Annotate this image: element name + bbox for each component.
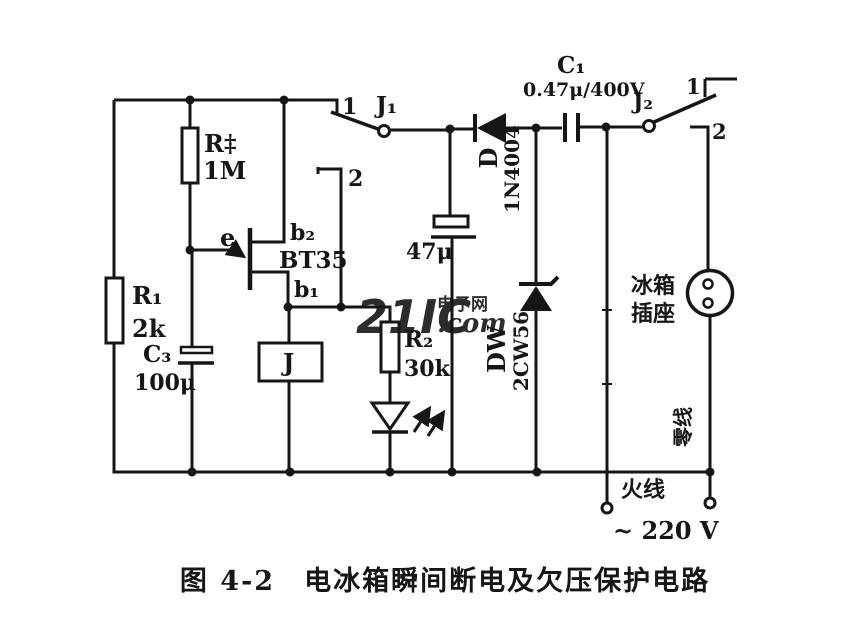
mains-voltage-label: ~ 220 V bbox=[613, 516, 719, 545]
ujt-b1-label: b₁ bbox=[294, 277, 319, 303]
socket-label-line2: 插座 bbox=[631, 301, 675, 327]
resistor-rt-body bbox=[180, 126, 200, 185]
led-light-arrow-2 bbox=[426, 409, 446, 437]
capacitor-c3-value: 100μ bbox=[134, 370, 196, 396]
diode-part-number: 1N4004 bbox=[500, 125, 524, 213]
resistor-rt-label: R‡ bbox=[204, 129, 237, 158]
resistor-rt-value: 1M bbox=[203, 156, 246, 185]
socket-symbol bbox=[685, 268, 735, 318]
figure-caption: 图 4-2 电冰箱瞬间断电及欠压保护电路 bbox=[180, 565, 710, 597]
c3-top-plate bbox=[179, 345, 214, 355]
zener-part-number: 2CW56 bbox=[509, 311, 533, 391]
ujt-b2-label: b₂ bbox=[290, 220, 315, 246]
resistor-r2-body bbox=[379, 320, 401, 374]
capacitor-c3-label: C₃ bbox=[143, 341, 171, 368]
j2-contact2-label: 2 bbox=[712, 119, 727, 144]
resistor-r2-value: 30k bbox=[404, 356, 451, 382]
live-terminal bbox=[600, 501, 614, 515]
switch-j1 bbox=[330, 110, 391, 138]
neutral-terminal bbox=[703, 496, 717, 510]
led-light-arrow-1 bbox=[412, 405, 432, 433]
j1-label: J₁ bbox=[374, 92, 397, 119]
socket-hole-top bbox=[702, 278, 714, 290]
capacitor-c1-value: 0.47μ/400V bbox=[523, 79, 646, 101]
watermark-brand: 21IC bbox=[356, 290, 471, 344]
resistor-r1-body bbox=[104, 276, 125, 345]
watermark: 21IC 电子网 .com bbox=[356, 290, 507, 344]
resistor-r1-value: 2k bbox=[132, 314, 167, 343]
junction-dots bbox=[185, 95, 715, 477]
emitter-arrow bbox=[224, 239, 247, 259]
filter-cap-value: 47μ bbox=[406, 239, 453, 265]
led-symbol bbox=[369, 401, 411, 432]
filter-cap-branch-wire bbox=[448, 129, 454, 472]
resistor-r2-label: R₂ bbox=[404, 326, 433, 353]
watermark-site: 电子网 bbox=[437, 294, 488, 315]
diode-symbol bbox=[477, 113, 506, 143]
j2-contact2-wire bbox=[690, 125, 710, 270]
b2-wire bbox=[252, 100, 286, 244]
zener-label: DW bbox=[482, 324, 511, 373]
j2-contact1-stub bbox=[703, 77, 737, 97]
diode-label: D bbox=[474, 148, 503, 169]
c1-wires bbox=[536, 125, 643, 130]
filter-cap-top-plate bbox=[432, 214, 470, 229]
watermark-domain: .com bbox=[437, 309, 507, 339]
socket-hole-bottom bbox=[702, 297, 714, 309]
switch-j2 bbox=[642, 93, 717, 133]
j1-contact2-label: 2 bbox=[348, 166, 363, 192]
wires bbox=[112, 77, 737, 503]
neutral-wire-label: 零线 bbox=[671, 407, 695, 448]
socket-outer-circle bbox=[685, 268, 735, 318]
j2-switch-arm bbox=[653, 93, 717, 124]
live-wire-label: 火线 bbox=[621, 477, 665, 503]
top-rail-wire bbox=[114, 98, 339, 114]
scan-ticks bbox=[602, 309, 612, 385]
ujt-emitter-label: e bbox=[220, 223, 235, 252]
j1-contact2-wire bbox=[316, 167, 343, 307]
j2-label: J₂ bbox=[631, 89, 653, 115]
ujt-part-number: BT35 bbox=[279, 247, 348, 274]
c1-plates bbox=[563, 113, 580, 142]
left-and-bottom-rail-wire bbox=[112, 100, 710, 474]
socket-label-line1: 冰箱 bbox=[631, 273, 675, 299]
j2-contact1-label: 1 bbox=[686, 74, 701, 99]
relay-label: J bbox=[281, 348, 294, 377]
j2-pivot-contact bbox=[642, 119, 656, 133]
zener-cathode-bar bbox=[519, 275, 560, 286]
b1-wire bbox=[252, 270, 290, 307]
capacitor-c1-label: C₁ bbox=[557, 52, 585, 79]
j1-contact1-label: 1 bbox=[342, 94, 357, 120]
j1-switch-arm bbox=[330, 110, 379, 131]
node-row-wire bbox=[288, 305, 392, 322]
resistor-r1-label: R₁ bbox=[132, 281, 162, 310]
zener-symbol bbox=[520, 286, 552, 311]
relay-coil-box bbox=[257, 341, 324, 383]
j1-pivot-contact bbox=[377, 124, 391, 138]
